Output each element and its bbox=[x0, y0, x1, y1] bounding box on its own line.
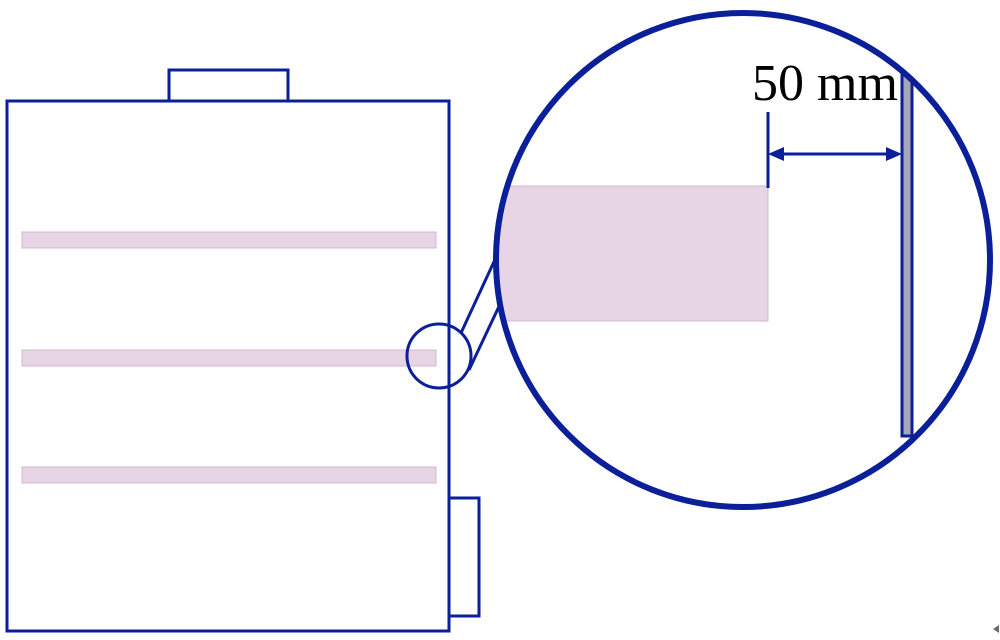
detail-connector-upper bbox=[459, 252, 500, 334]
detail-circle bbox=[493, 10, 993, 510]
cabinet bbox=[5, 68, 481, 633]
detail-marker-circle bbox=[405, 322, 473, 390]
shelf-1 bbox=[21, 231, 437, 249]
detail-connector-lower bbox=[467, 299, 504, 371]
shelf-2 bbox=[21, 349, 437, 367]
dimension-arrowhead-right bbox=[886, 147, 902, 161]
cabinet-top-handle bbox=[167, 68, 290, 103]
dimension-arrowhead-left bbox=[768, 147, 784, 161]
cabinet-body bbox=[5, 99, 451, 633]
dimension-annotation: 50 mm bbox=[752, 55, 902, 188]
dimension-label: 50 mm bbox=[752, 55, 898, 112]
detail-shelf-end bbox=[496, 185, 769, 322]
detail-cabinet-wall bbox=[900, 66, 914, 438]
cabinet-side-box bbox=[447, 496, 481, 618]
shelf-3 bbox=[21, 466, 437, 484]
corner-arrow-icon bbox=[993, 625, 999, 633]
detail-view: 50 mm bbox=[493, 10, 993, 510]
